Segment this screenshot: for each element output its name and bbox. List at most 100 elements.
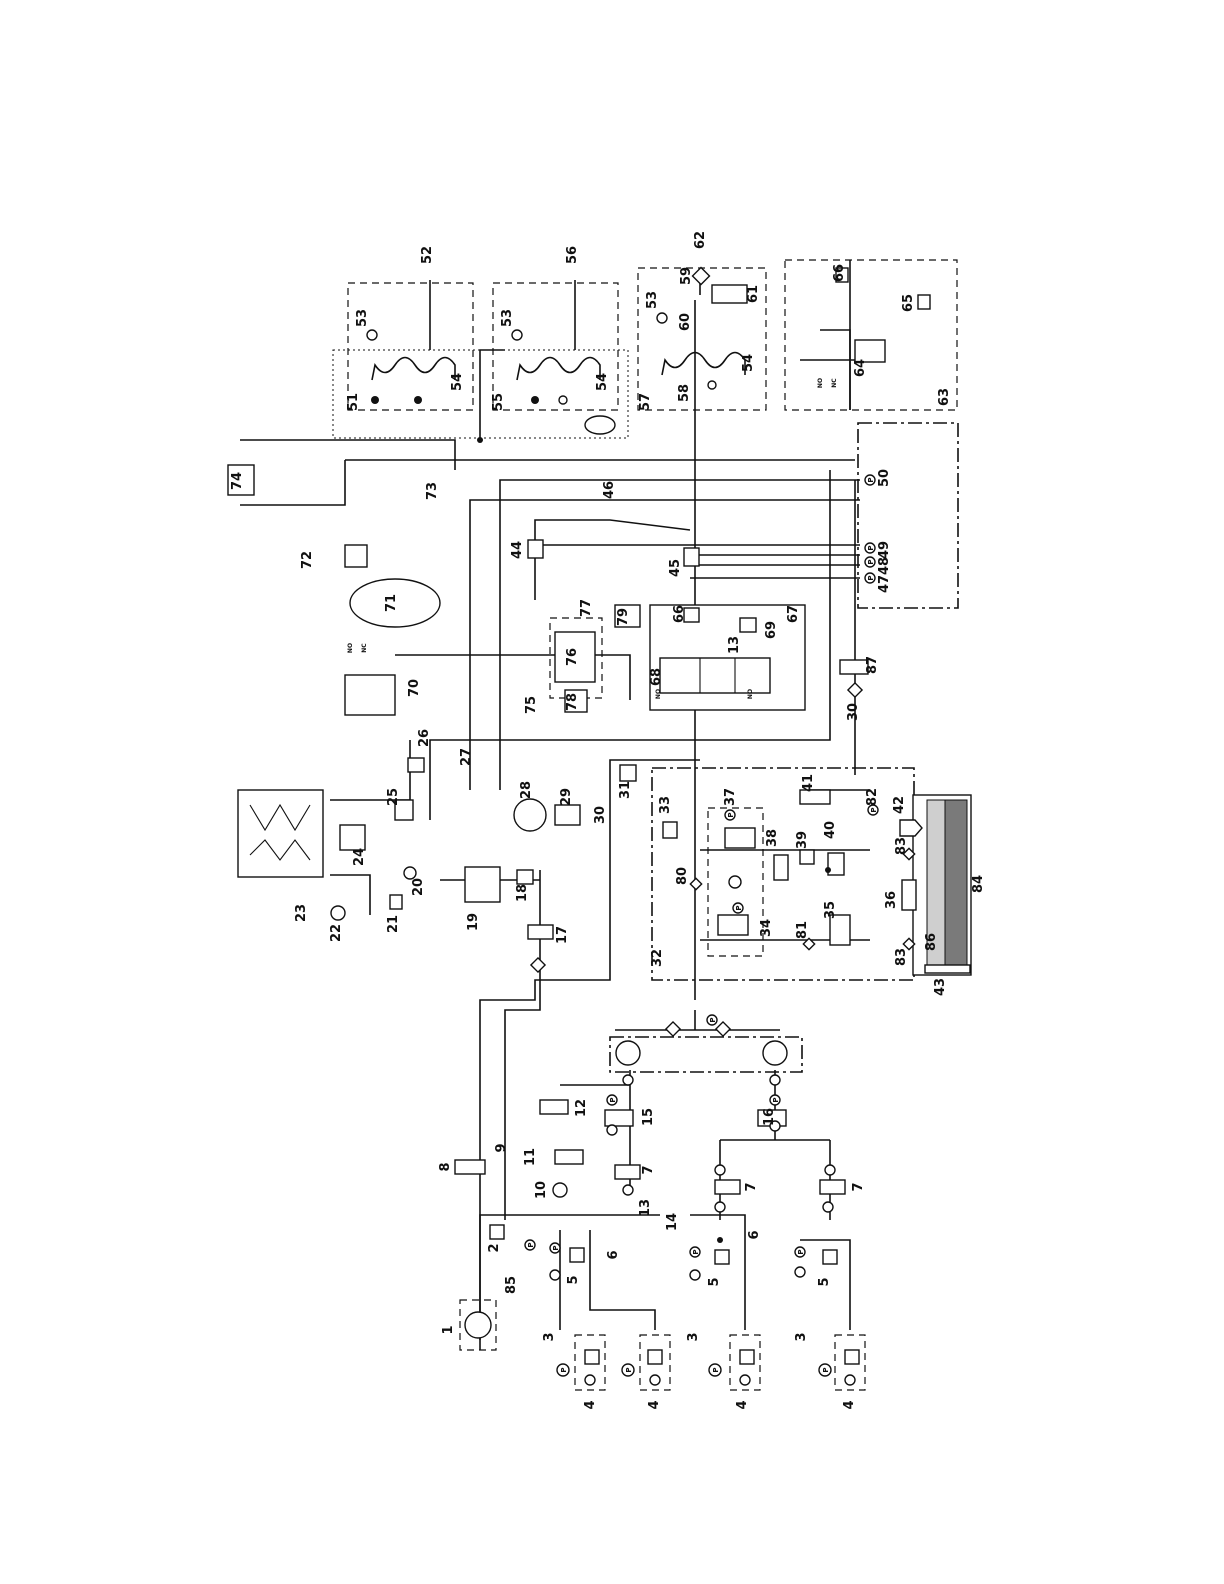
component-label-30: 30 bbox=[846, 703, 861, 721]
component-label-19: 19 bbox=[466, 913, 481, 931]
component-label-42: 42 bbox=[892, 796, 907, 814]
pressure-gauge-icon: P bbox=[867, 545, 875, 550]
component-label-74: 74 bbox=[230, 472, 245, 490]
component-label-5: 5 bbox=[566, 1275, 581, 1284]
pressure-gauge-icon: P bbox=[527, 1242, 535, 1247]
heater-coil-55 bbox=[516, 356, 601, 381]
component-label-78: 78 bbox=[565, 693, 580, 711]
component-label-3: 3 bbox=[794, 1332, 809, 1341]
component-label-7: 7 bbox=[851, 1182, 866, 1191]
switch-state-label: NC bbox=[361, 643, 368, 653]
component-label-76: 76 bbox=[565, 648, 580, 666]
component-label-2: 2 bbox=[487, 1243, 502, 1252]
component-label-36: 36 bbox=[884, 891, 899, 909]
component-label-30: 30 bbox=[593, 806, 608, 824]
switch-state-label: NO bbox=[817, 378, 824, 388]
heater-coil-51 bbox=[371, 356, 456, 381]
pressure-gauge-icon: P bbox=[772, 1097, 780, 1102]
pressure-gauge-icon: P bbox=[692, 1249, 700, 1254]
component-label-54: 54 bbox=[450, 373, 465, 391]
switch-state-label: NO bbox=[347, 643, 354, 653]
component-label-31: 31 bbox=[618, 781, 633, 799]
component-label-64: 64 bbox=[853, 359, 868, 377]
component-label-4: 4 bbox=[647, 1400, 662, 1409]
component-label-14: 14 bbox=[665, 1213, 680, 1231]
component-label-23: 23 bbox=[294, 904, 309, 922]
component-label-12: 12 bbox=[574, 1099, 589, 1117]
component-label-66: 66 bbox=[832, 264, 847, 282]
component-label-51: 51 bbox=[346, 393, 361, 411]
component-label-21: 21 bbox=[386, 915, 401, 933]
component-label-3: 3 bbox=[686, 1332, 701, 1341]
pressure-gauge-icon: P bbox=[867, 477, 875, 482]
component-label-26: 26 bbox=[417, 729, 432, 747]
component-label-6: 6 bbox=[606, 1250, 621, 1259]
pressure-gauge-icon: P bbox=[867, 575, 875, 580]
component-label-53: 53 bbox=[645, 291, 660, 309]
component-label-10: 10 bbox=[534, 1181, 549, 1199]
component-label-48: 48 bbox=[877, 557, 892, 575]
component-label-29: 29 bbox=[559, 788, 574, 806]
component-label-4: 4 bbox=[735, 1400, 750, 1409]
component-label-71: 71 bbox=[384, 594, 399, 612]
component-label-85: 85 bbox=[504, 1276, 519, 1294]
component-label-60: 60 bbox=[678, 313, 693, 331]
component-label-50: 50 bbox=[877, 469, 892, 487]
component-label-27: 27 bbox=[459, 748, 474, 766]
component-label-57: 57 bbox=[638, 393, 653, 411]
component-label-72: 72 bbox=[300, 551, 315, 569]
switch-state-label: NO bbox=[747, 689, 754, 699]
component-label-37: 37 bbox=[723, 788, 738, 806]
component-label-6: 6 bbox=[747, 1230, 762, 1239]
component-label-53: 53 bbox=[355, 309, 370, 327]
component-label-83: 83 bbox=[894, 948, 909, 966]
component-label-58: 58 bbox=[677, 384, 692, 402]
pressure-gauge-icon: P bbox=[625, 1367, 633, 1372]
switch-state-label: NO bbox=[655, 689, 662, 699]
pressure-gauge-icon: P bbox=[709, 1017, 717, 1022]
component-label-79: 79 bbox=[616, 608, 631, 626]
component-label-5: 5 bbox=[707, 1277, 722, 1286]
component-label-9: 9 bbox=[494, 1143, 509, 1152]
component-label-39: 39 bbox=[795, 831, 810, 849]
component-label-55: 55 bbox=[491, 393, 506, 411]
component-label-84: 84 bbox=[971, 875, 986, 893]
pressure-gauge-icon: P bbox=[735, 905, 743, 910]
component-label-1: 1 bbox=[441, 1325, 456, 1334]
component-label-20: 20 bbox=[411, 878, 426, 896]
component-label-86: 86 bbox=[924, 933, 939, 951]
component-label-56: 56 bbox=[565, 246, 580, 264]
pressure-gauge-icon: P bbox=[867, 559, 875, 564]
component-label-83: 83 bbox=[894, 837, 909, 855]
switch-state-label: NC bbox=[831, 378, 838, 388]
components bbox=[227, 266, 971, 1386]
component-label-65: 65 bbox=[901, 294, 916, 312]
component-label-5: 5 bbox=[817, 1277, 832, 1286]
component-label-63: 63 bbox=[937, 388, 952, 406]
component-label-4: 4 bbox=[842, 1400, 857, 1409]
component-label-54: 54 bbox=[595, 373, 610, 391]
component-label-61: 61 bbox=[746, 285, 761, 303]
bulb-55 bbox=[584, 415, 616, 435]
component-label-25: 25 bbox=[386, 788, 401, 806]
tank-28 bbox=[513, 798, 547, 832]
pressure-gauge-icon: P bbox=[822, 1367, 830, 1372]
pressure-gauge-icon: P bbox=[712, 1367, 720, 1372]
component-label-41: 41 bbox=[801, 774, 816, 792]
component-label-32: 32 bbox=[650, 949, 665, 967]
component-label-11: 11 bbox=[523, 1148, 538, 1166]
component-label-81: 81 bbox=[795, 921, 810, 939]
component-label-44: 44 bbox=[510, 541, 525, 559]
component-label-40: 40 bbox=[823, 821, 838, 839]
component-label-62: 62 bbox=[693, 231, 708, 249]
component-label-82: 82 bbox=[865, 788, 880, 806]
component-label-75: 75 bbox=[524, 696, 539, 714]
component-label-13: 13 bbox=[638, 1199, 653, 1217]
component-label-3: 3 bbox=[542, 1332, 557, 1341]
component-label-18: 18 bbox=[515, 884, 530, 902]
component-label-17: 17 bbox=[555, 926, 570, 944]
component-label-16: 16 bbox=[762, 1108, 777, 1126]
component-label-53: 53 bbox=[500, 309, 515, 327]
component-label-4: 4 bbox=[583, 1400, 598, 1409]
